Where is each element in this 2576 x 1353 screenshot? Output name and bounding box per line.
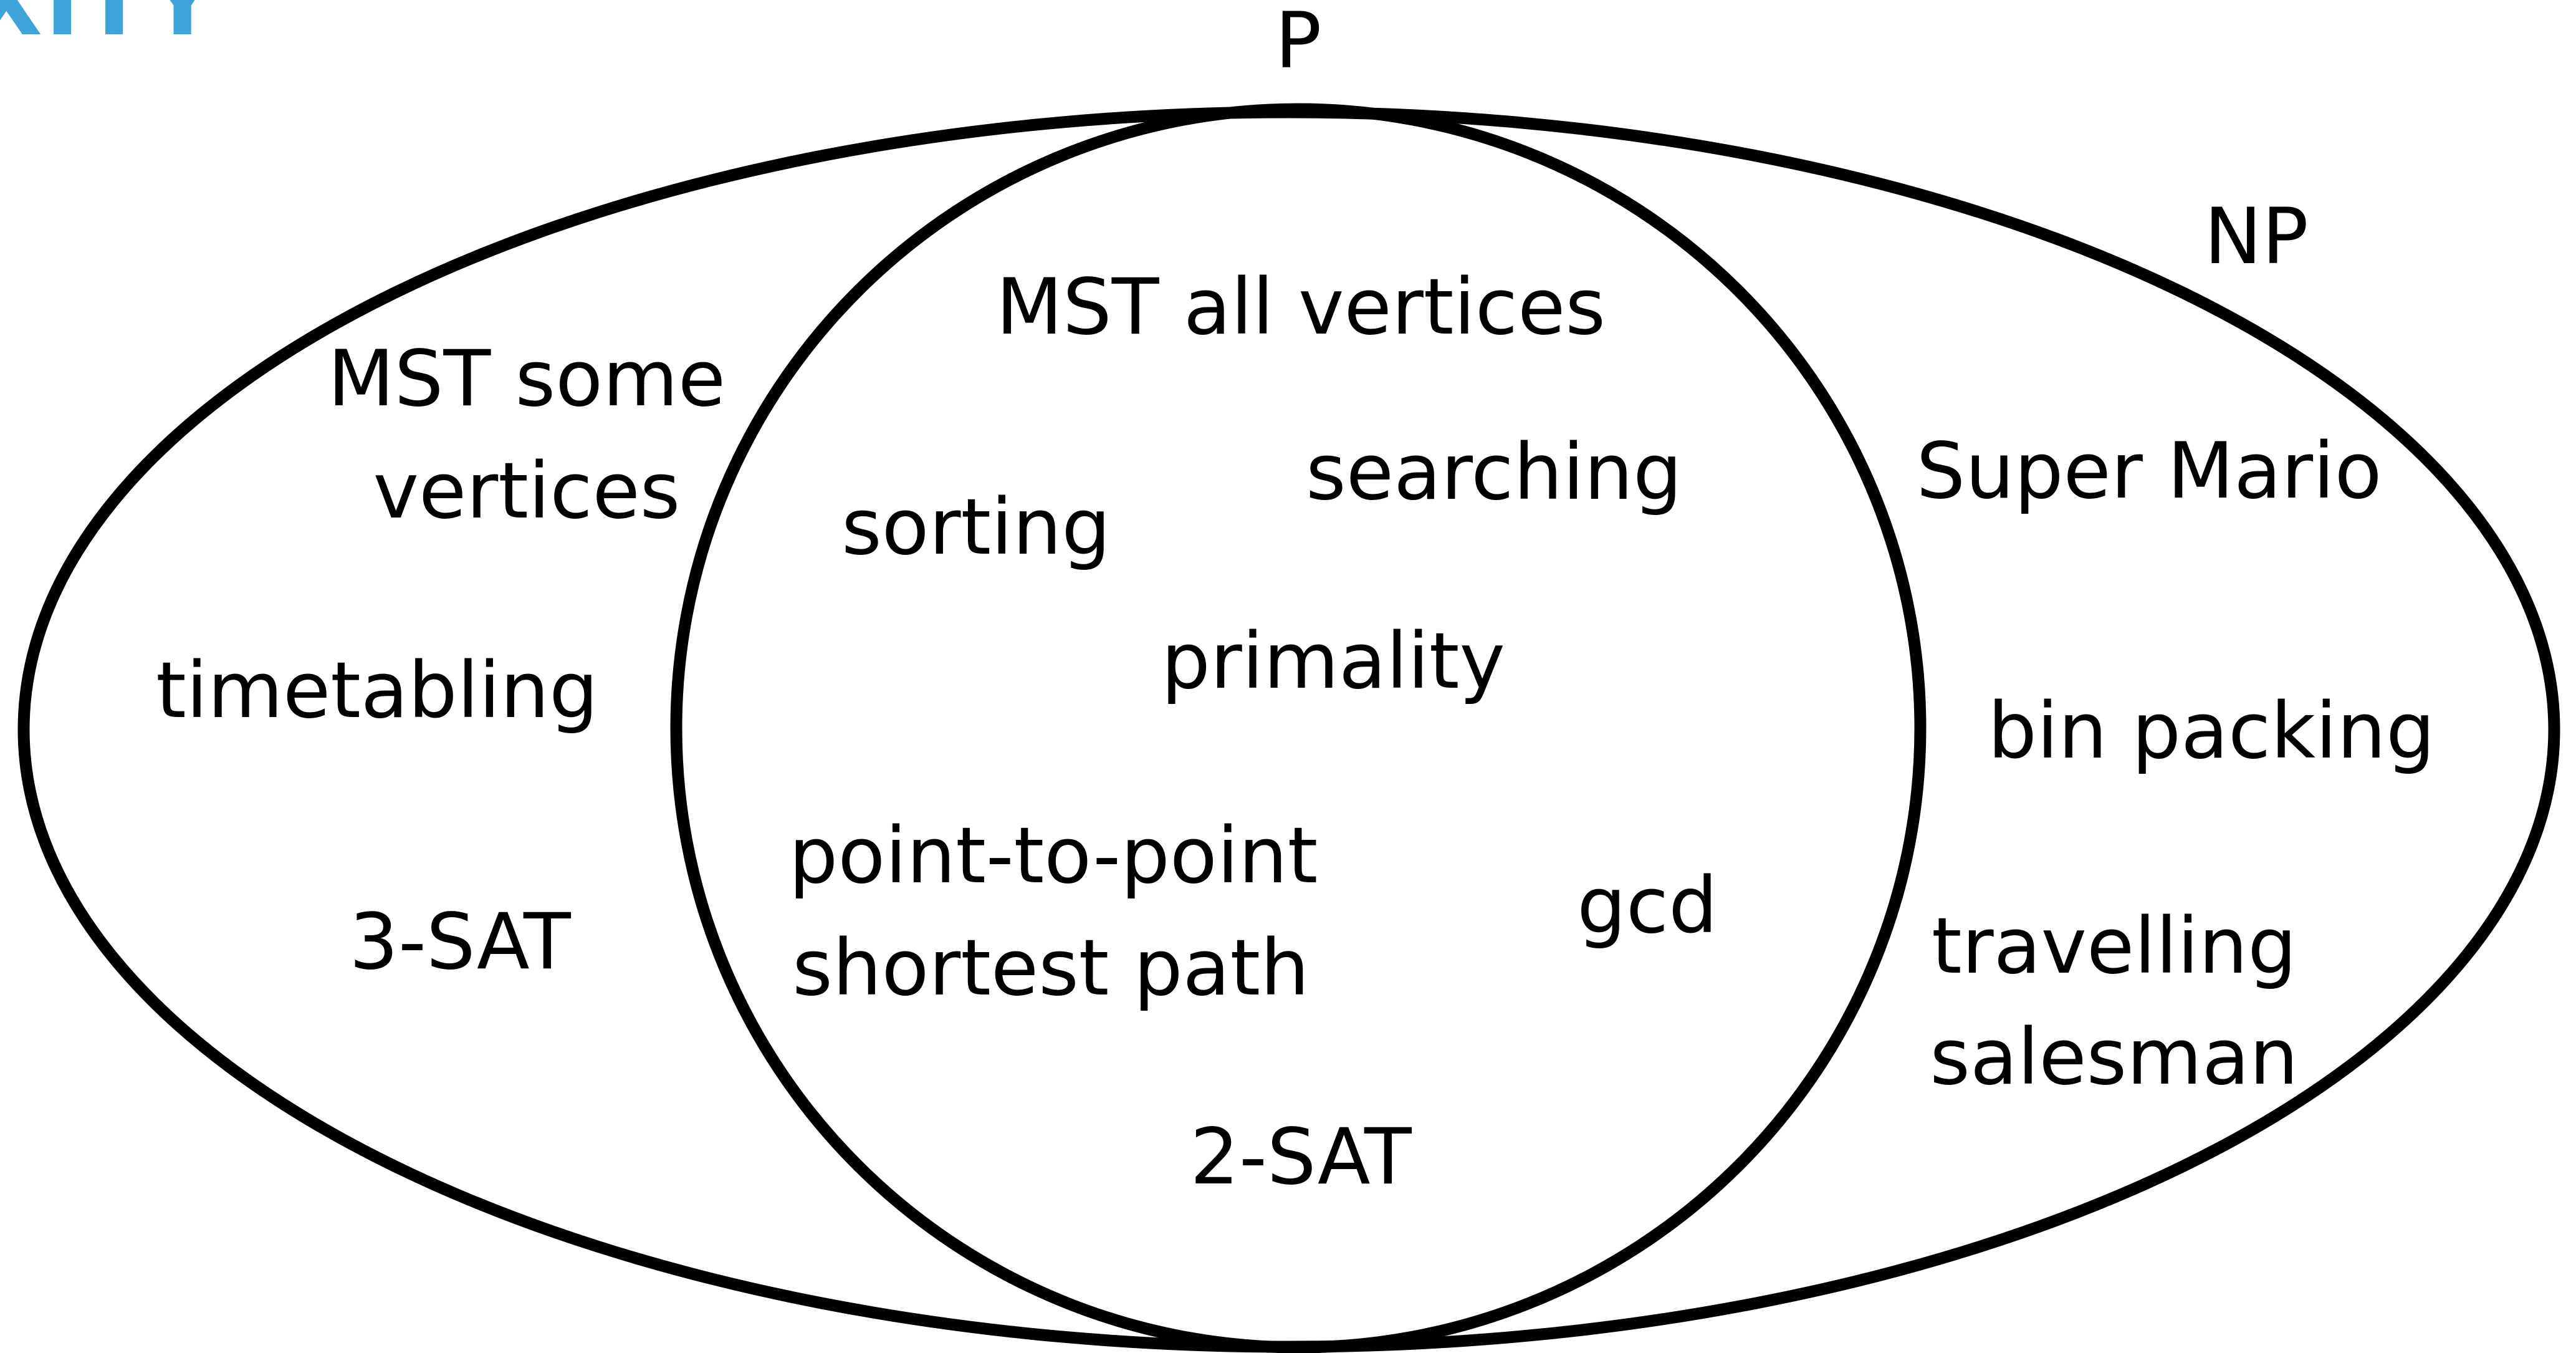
p-set-label: P — [1275, 0, 1322, 86]
np-item-bin-packing: bin packing — [1988, 686, 2435, 776]
p-item-gcd: gcd — [1577, 861, 1718, 951]
np-left-items: MST some vertices timetabling 3-SAT — [156, 334, 725, 987]
np-item-mst-some-line1: MST some — [328, 334, 725, 424]
p-items: MST all vertices searching sorting prima… — [789, 262, 1718, 1202]
p-item-sorting: sorting — [841, 483, 1111, 572]
np-right-items: Super Mario bin packing travelling sales… — [1917, 426, 2435, 1102]
logo: FLEXITY — [0, 0, 219, 57]
p-item-primality: primality — [1161, 617, 1505, 706]
np-set-label: NP — [2204, 192, 2309, 282]
p-item-2-sat: 2-SAT — [1190, 1112, 1412, 1202]
p-item-point-to-point-line2: shortest path — [792, 923, 1310, 1013]
np-item-timetabling: timetabling — [156, 646, 598, 736]
np-item-super-mario: Super Mario — [1917, 426, 2382, 516]
np-item-mst-some-line2: vertices — [373, 446, 681, 536]
logo-text: FLEXITY — [0, 0, 219, 57]
p-item-searching: searching — [1306, 428, 1682, 518]
np-item-salesman-line2: salesman — [1930, 1013, 2298, 1102]
p-set-ellipse — [670, 103, 1927, 1353]
np-item-3-sat: 3-SAT — [349, 897, 572, 987]
p-item-point-to-point-line1: point-to-point — [789, 811, 1318, 901]
np-item-travelling-line1: travelling — [1932, 902, 2297, 991]
p-item-mst-all-vertices: MST all vertices — [996, 262, 1606, 352]
